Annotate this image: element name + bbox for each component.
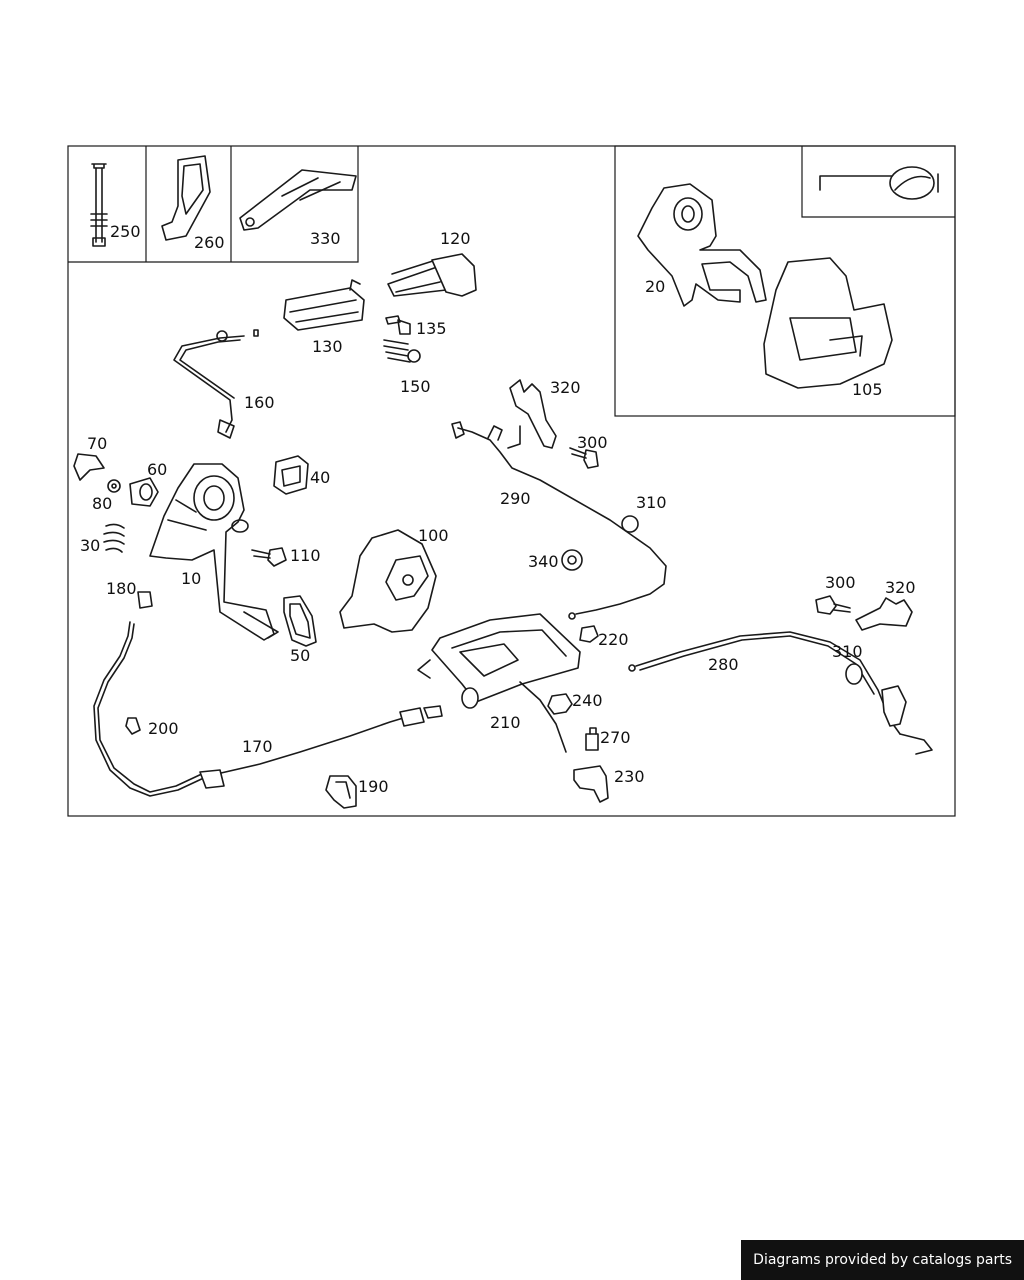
label-320a: 320 xyxy=(550,378,581,397)
part-330-lever xyxy=(239,169,357,231)
part-110-bolt xyxy=(251,547,287,567)
label-110: 110 xyxy=(290,546,321,565)
label-310a: 310 xyxy=(636,493,667,512)
label-130: 130 xyxy=(312,337,343,356)
part-180-grommet xyxy=(137,591,153,609)
part-230-bracket xyxy=(573,765,609,803)
part-280-cable xyxy=(628,631,933,755)
label-300a: 300 xyxy=(577,433,608,452)
part-30-spring xyxy=(103,523,125,553)
label-220: 220 xyxy=(598,630,629,649)
label-290: 290 xyxy=(500,489,531,508)
part-50-pedal-pad xyxy=(283,595,317,647)
label-20: 20 xyxy=(645,277,665,296)
label-40: 40 xyxy=(310,468,330,487)
steering-symbol-icon xyxy=(819,166,939,200)
label-170: 170 xyxy=(242,737,273,756)
label-210: 210 xyxy=(490,713,521,732)
label-200: 200 xyxy=(148,719,179,738)
label-260: 260 xyxy=(194,233,225,252)
label-135: 135 xyxy=(416,319,447,338)
wire-harness xyxy=(519,681,567,753)
label-30: 30 xyxy=(80,536,100,555)
label-150: 150 xyxy=(400,377,431,396)
label-320b: 320 xyxy=(885,578,916,597)
label-280: 280 xyxy=(708,655,739,674)
part-40-bumper xyxy=(273,455,309,495)
label-310b: 310 xyxy=(832,642,863,661)
label-330: 330 xyxy=(310,229,341,248)
part-120-connector xyxy=(387,253,477,297)
part-100-cover xyxy=(339,529,437,633)
part-190-clip xyxy=(325,775,357,809)
part-270-plug xyxy=(585,727,599,751)
part-320-bracket-lower xyxy=(855,597,913,631)
part-240-nut xyxy=(547,693,573,715)
part-250-bolt xyxy=(90,163,108,247)
label-70: 70 xyxy=(87,434,107,453)
label-190: 190 xyxy=(358,777,389,796)
part-160-rod xyxy=(173,329,259,439)
label-10: 10 xyxy=(181,569,201,588)
label-340: 340 xyxy=(528,552,559,571)
label-270: 270 xyxy=(600,728,631,747)
part-10-pedal-assembly xyxy=(149,463,279,641)
part-210-housing xyxy=(417,613,581,709)
part-70-clip xyxy=(73,453,105,481)
part-number-labels: 250 260 330 120 135 130 150 160 320 300 … xyxy=(80,222,916,796)
label-240: 240 xyxy=(572,691,603,710)
part-170-cable xyxy=(93,621,443,797)
part-300-bolt-upper xyxy=(569,447,599,469)
label-180: 180 xyxy=(106,579,137,598)
label-120: 120 xyxy=(440,229,471,248)
part-135-screw xyxy=(385,315,411,335)
footer-credit: Diagrams provided by catalogs parts xyxy=(741,1240,1024,1280)
part-80-washer xyxy=(107,479,121,493)
label-250: 250 xyxy=(110,222,141,241)
part-20-pedal-assembly xyxy=(637,183,767,307)
part-220-nut xyxy=(579,625,599,643)
part-150-spring xyxy=(383,339,421,363)
diagram-frames xyxy=(67,145,956,817)
part-60-bushing xyxy=(129,477,159,507)
label-50: 50 xyxy=(290,646,310,665)
part-105-cover xyxy=(763,257,893,389)
part-310-grommet-upper xyxy=(621,515,639,533)
label-80: 80 xyxy=(92,494,112,513)
part-130-switch xyxy=(283,279,365,331)
label-300b: 300 xyxy=(825,573,856,592)
part-320-bracket-upper xyxy=(509,379,557,449)
part-290-cable xyxy=(451,421,667,620)
label-60: 60 xyxy=(147,460,167,479)
part-300-bolt-lower xyxy=(815,595,851,615)
part-260-bracket xyxy=(161,155,211,241)
label-230: 230 xyxy=(614,767,645,786)
label-100: 100 xyxy=(418,526,449,545)
label-160: 160 xyxy=(244,393,275,412)
label-105: 105 xyxy=(852,380,883,399)
part-340-grommet xyxy=(561,549,583,571)
part-310-grommet-lower xyxy=(845,663,863,685)
part-200-clip xyxy=(125,717,141,735)
